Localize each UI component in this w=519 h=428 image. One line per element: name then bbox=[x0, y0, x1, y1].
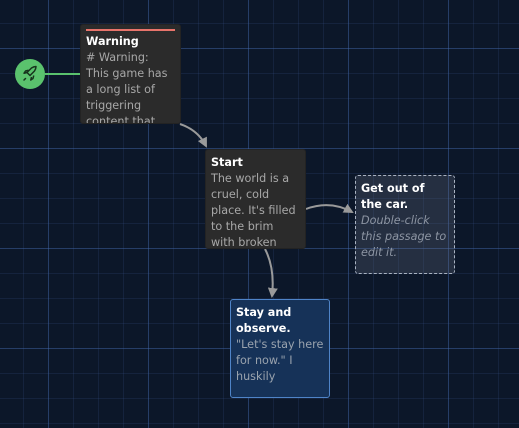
passage-excerpt: The world is a cruel, cold place. It's f… bbox=[211, 172, 296, 249]
link-start-to-getout bbox=[305, 203, 354, 213]
passage-card-get-out-of-the-car[interactable]: Get out of the car. Double-click this pa… bbox=[355, 175, 455, 274]
passage-title: Warning bbox=[86, 35, 139, 48]
passage-excerpt: # Warning: This game has a long list of … bbox=[86, 51, 168, 124]
passage-card-stay-and-observe[interactable]: Stay and observe. "Let's stay here for n… bbox=[230, 299, 330, 398]
rocket-icon bbox=[23, 65, 37, 81]
passage-tag-stripe bbox=[86, 29, 175, 31]
start-passage-marker bbox=[15, 59, 45, 89]
passage-title: Get out of the car. bbox=[361, 182, 425, 211]
passage-excerpt: Double-click this passage to edit it. bbox=[361, 214, 447, 259]
passage-card-warning[interactable]: Warning # Warning: This game has a long … bbox=[80, 24, 181, 124]
passage-card-start[interactable]: Start The world is a cruel, cold place. … bbox=[205, 149, 306, 249]
link-start-to-stay bbox=[264, 248, 278, 298]
passage-excerpt: "Let's stay here for now." I huskily bbox=[236, 338, 324, 383]
link-warning-to-start bbox=[179, 123, 207, 148]
passage-title: Stay and observe. bbox=[236, 306, 292, 335]
passage-title: Start bbox=[211, 156, 243, 169]
